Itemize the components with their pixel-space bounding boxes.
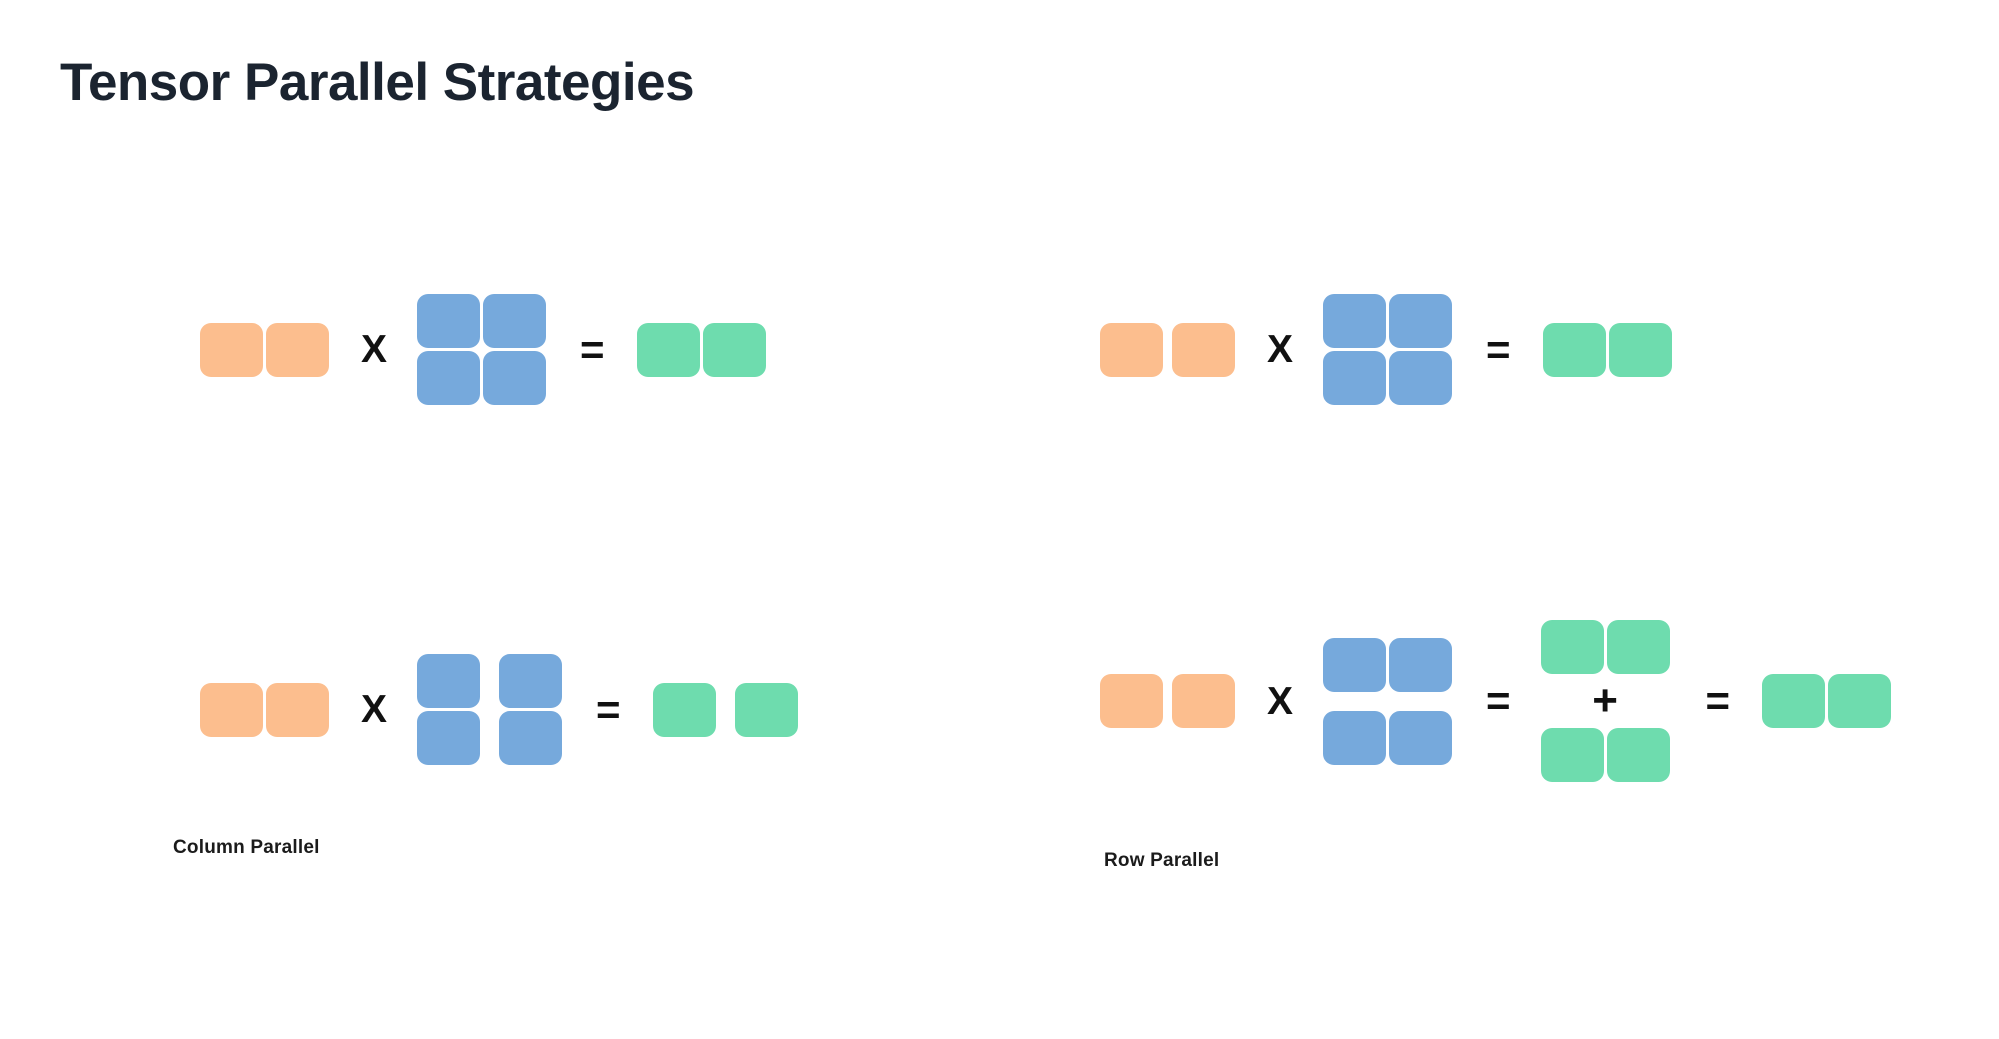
output-matrix-green <box>636 322 766 377</box>
matrix-cell-green <box>636 322 700 377</box>
matrix-cell-blue <box>483 294 547 348</box>
matrix-cell-green <box>702 322 766 377</box>
weight-matrix-blue <box>417 294 547 405</box>
matrix-cell-blue <box>1323 351 1387 405</box>
matrix-cell-blue <box>1389 294 1453 348</box>
matrix-cell-blue <box>417 654 481 708</box>
input-matrix-orange <box>1100 674 1235 728</box>
matrix-row <box>200 682 329 737</box>
caption-row-parallel: Row Parallel <box>1104 850 1220 871</box>
weight-shard-column <box>499 654 563 765</box>
output-matrix-green-column-sharded <box>652 682 798 737</box>
matrix-cell-green <box>1540 728 1604 782</box>
multiply-operator: X <box>1267 679 1294 723</box>
partial-outputs-group: + <box>1540 620 1670 782</box>
equals-operator-final: = <box>1705 677 1731 724</box>
diagram-column-parallel-sharded: X = <box>200 654 798 765</box>
weight-matrix-blue-row-sharded <box>1323 637 1453 765</box>
input-matrix-orange <box>200 322 329 377</box>
output-matrix-green <box>1762 674 1892 728</box>
weight-shard-row <box>1323 637 1453 692</box>
output-matrix-green <box>1542 322 1672 377</box>
input-matrix-orange <box>1100 322 1235 377</box>
matrix-cell-blue <box>1389 351 1453 405</box>
matrix-cell-orange <box>266 322 329 377</box>
matrix-row <box>636 322 766 377</box>
caption-column-parallel: Column Parallel <box>173 837 320 858</box>
matrix-cell-green <box>1606 728 1670 782</box>
diagram-row-parallel-sharded: X = + = <box>1100 620 1892 782</box>
matrix-cell-green <box>1828 674 1892 728</box>
matrix-row <box>1323 351 1453 405</box>
weight-matrix-blue-column-sharded <box>417 654 563 765</box>
equals-operator: = <box>596 685 621 733</box>
matrix-cell-blue <box>417 294 481 348</box>
matrix-cell-orange <box>1100 322 1163 377</box>
matrix-cell-blue <box>1389 637 1453 692</box>
matrix-cell-blue <box>499 711 563 765</box>
matrix-cell-orange <box>266 682 329 737</box>
weight-shard-column <box>417 654 481 765</box>
matrix-cell-green <box>734 682 798 737</box>
weight-matrix-blue <box>1323 294 1453 405</box>
equals-operator: = <box>1486 677 1511 724</box>
multiply-operator: X <box>361 688 388 731</box>
matrix-cell-blue <box>483 351 547 405</box>
equals-operator: = <box>580 325 605 373</box>
matrix-cell-blue <box>417 711 481 765</box>
matrix-cell-blue <box>499 654 563 708</box>
matrix-cell-orange <box>1172 322 1235 377</box>
plus-operator: + <box>1592 676 1618 725</box>
partial-output-matrix-green <box>1540 728 1670 782</box>
input-matrix-orange <box>200 682 329 737</box>
diagram-row-parallel-unsharded: X = <box>1100 294 1672 405</box>
partial-output-matrix-green <box>1540 620 1670 674</box>
matrix-cell-green <box>1542 322 1606 377</box>
matrix-row <box>1323 294 1453 348</box>
matrix-cell-orange <box>1100 674 1163 728</box>
matrix-cell-orange <box>1172 674 1235 728</box>
diagram-column-parallel-unsharded: X = <box>200 294 766 405</box>
matrix-cell-blue <box>1323 637 1387 692</box>
matrix-cell-green <box>652 682 716 737</box>
matrix-row <box>200 322 329 377</box>
matrix-row <box>417 351 547 405</box>
matrix-cell-blue <box>417 351 481 405</box>
matrix-cell-blue <box>1323 710 1387 765</box>
matrix-cell-orange <box>200 322 263 377</box>
matrix-cell-blue <box>1323 294 1387 348</box>
matrix-cell-green <box>1762 674 1826 728</box>
weight-shard-row <box>1323 710 1453 765</box>
matrix-cell-blue <box>1389 710 1453 765</box>
equals-operator: = <box>1486 325 1511 373</box>
matrix-cell-orange <box>200 682 263 737</box>
matrix-cell-green <box>1606 620 1670 674</box>
multiply-operator: X <box>1267 328 1294 371</box>
matrix-cell-green <box>1540 620 1604 674</box>
matrix-row <box>417 294 547 348</box>
page-title: Tensor Parallel Strategies <box>60 53 695 112</box>
multiply-operator: X <box>361 328 388 371</box>
matrix-cell-green <box>1608 322 1672 377</box>
